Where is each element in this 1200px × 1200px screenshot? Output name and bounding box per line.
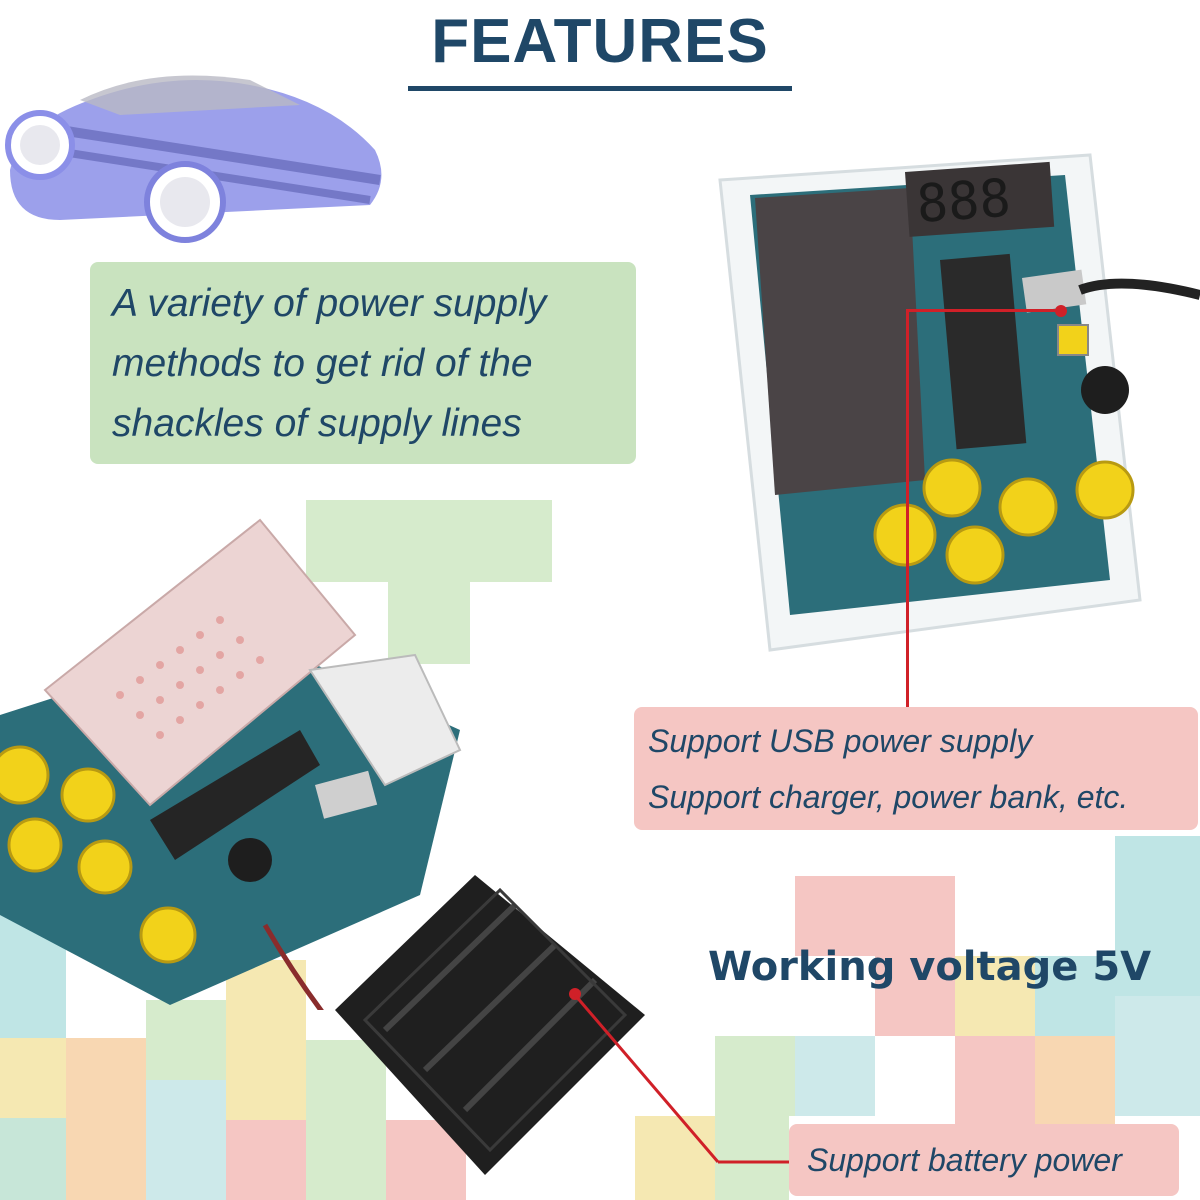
car-illustration [5,75,382,243]
battery-holder-photo [335,875,645,1175]
power-methods-line-1: A variety of power supply [112,282,547,325]
console-device-photo: 888 [718,153,1200,652]
usb-callout: Support USB power supply Support charger… [634,707,1198,830]
usb-line-1: Support USB power supply [648,723,1033,759]
usb-pointer-dot [1055,305,1067,317]
battery-leader-line [573,994,792,1164]
usb-line-2: Support charger, power bank, etc. [648,779,1129,815]
power-methods-line-2: methods to get rid of the [112,342,533,385]
page-title: FEATURES [431,7,769,76]
usb-leader-line-v [906,309,909,707]
svg-text:888: 888 [915,169,1013,235]
usb-leader-line-h [906,309,1058,312]
console-pcb-photo [0,518,462,1010]
working-voltage-label: Working voltage 5V [708,944,1152,990]
battery-callout-text: Support battery power [807,1142,1122,1178]
title-underline [408,86,792,91]
power-methods-line-3: shackles of supply lines [112,402,522,445]
power-methods-callout: A variety of power supply methods to get… [90,262,636,464]
battery-callout: Support battery power [789,1124,1179,1196]
